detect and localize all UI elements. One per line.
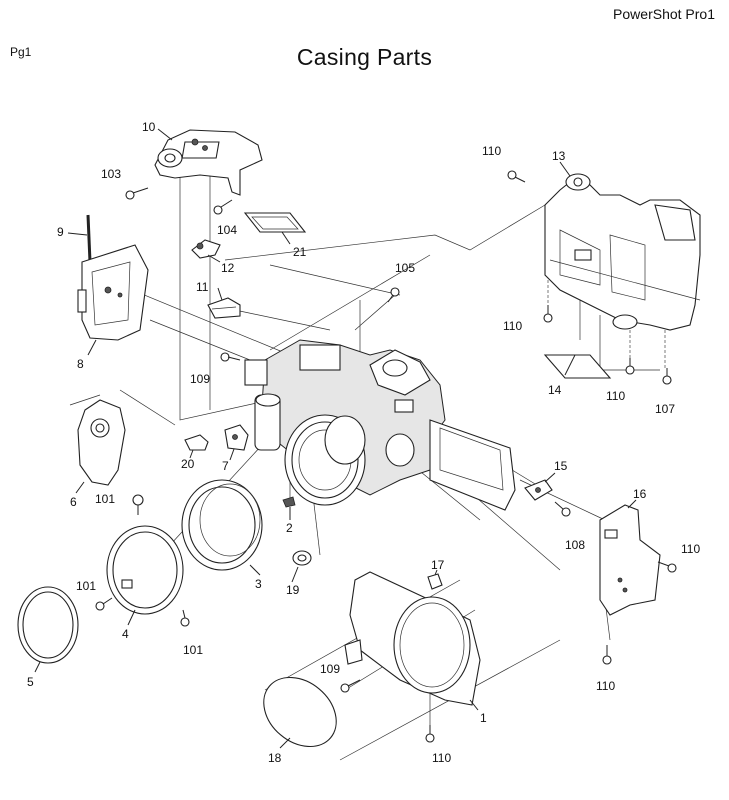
callout: 10	[142, 120, 156, 134]
callout: 108	[565, 538, 585, 552]
callout: 18	[268, 751, 282, 765]
callout-numbers: 10 103 104 21 12 9 8 11 105 109 20 7 6 1…	[27, 120, 700, 765]
callout: 110	[681, 542, 700, 556]
callout: 110	[482, 144, 501, 158]
callout: 5	[27, 675, 34, 689]
page-title: Casing Parts	[296, 44, 433, 70]
callout: 105	[395, 261, 415, 275]
page-number: Pg1	[10, 45, 32, 59]
part-10-top-cover	[154, 129, 263, 196]
part-21-window	[243, 212, 307, 233]
part-16-side-bracket	[599, 504, 661, 616]
callout: 110	[503, 319, 522, 333]
callout: 7	[222, 459, 229, 473]
callout: 110	[596, 679, 615, 693]
screw-108	[554, 501, 571, 517]
camera-body-assembly	[244, 339, 516, 511]
callout: 109	[320, 662, 340, 676]
callout: 21	[293, 245, 307, 259]
callout: 101	[183, 643, 203, 657]
screw-101-c	[180, 609, 190, 627]
part-19-washer	[292, 550, 312, 566]
part-12-bracket	[191, 239, 221, 259]
part-2-pin	[282, 496, 296, 508]
callout: 9	[57, 225, 64, 239]
screw-107	[662, 368, 672, 385]
callout: 14	[548, 383, 562, 397]
screw-110-mid	[625, 358, 635, 375]
screw-110-top	[507, 170, 526, 183]
part-20-clip	[184, 434, 209, 451]
screw-101-b	[95, 597, 113, 611]
part-17-clip	[427, 573, 443, 590]
callout: 103	[101, 167, 121, 181]
callout-leaders	[34, 128, 637, 749]
part-13-main-frame	[544, 173, 701, 331]
part-18-ring	[263, 676, 337, 748]
part-11-clip	[207, 297, 241, 319]
screw-110-bottom	[425, 725, 435, 743]
part-7-bracket	[224, 424, 249, 451]
callout: 12	[221, 261, 235, 275]
screw-110-right	[657, 561, 677, 573]
part-8-side-cover	[77, 244, 149, 341]
callout: 107	[655, 402, 675, 416]
callout: 19	[286, 583, 300, 597]
callout: 20	[181, 457, 195, 471]
part-5-filter-ring	[17, 586, 79, 664]
model-name: PowerShot Pro1	[613, 6, 715, 22]
callout: 8	[77, 357, 84, 371]
screw-110-left	[543, 305, 553, 323]
callout: 13	[552, 149, 566, 163]
callout: 1	[480, 711, 487, 725]
screw-101-a	[132, 494, 144, 515]
callout: 6	[70, 495, 77, 509]
callout: 110	[432, 751, 451, 765]
callout: 110	[606, 389, 625, 403]
screw-109-lower	[340, 679, 361, 693]
part-6-grip-cover	[77, 399, 126, 486]
part-3-lens-ring	[181, 479, 263, 571]
screw-109-upper	[220, 352, 241, 362]
part-15-hinge	[524, 479, 553, 501]
callout: 104	[217, 223, 237, 237]
callout: 17	[431, 558, 445, 572]
part-4-ring	[106, 525, 184, 615]
callout: 109	[190, 372, 210, 386]
callout: 15	[554, 459, 568, 473]
part-1-front-cover	[344, 571, 481, 706]
screw-105	[387, 287, 400, 303]
callout: 4	[122, 627, 129, 641]
part-9-pin	[86, 214, 92, 263]
callout: 101	[95, 492, 115, 506]
screws	[95, 170, 677, 743]
screw-103	[125, 187, 149, 200]
screw-104	[213, 199, 233, 215]
screw-110-lower-right	[602, 645, 612, 665]
callout: 101	[76, 579, 96, 593]
callout: 16	[633, 487, 647, 501]
callout: 11	[196, 280, 209, 294]
callout: 3	[255, 577, 262, 591]
callout: 2	[286, 521, 293, 535]
